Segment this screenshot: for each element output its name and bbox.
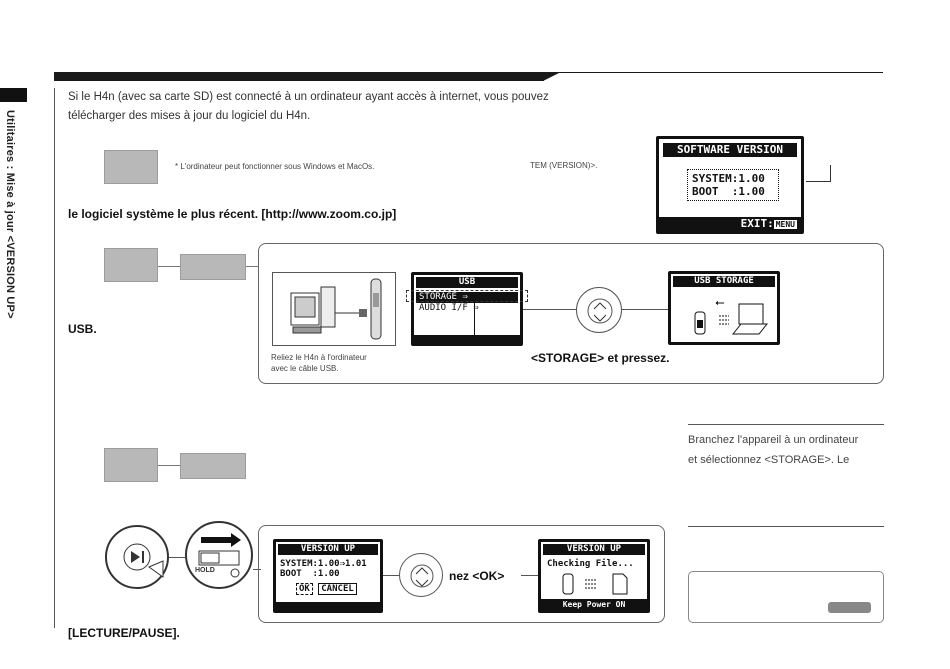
step-1-marker (104, 150, 158, 184)
os-note: * L'ordinateur peut fonctionner sous Win… (175, 162, 375, 171)
hold-switch[interactable]: HOLD (185, 521, 253, 589)
connect-caption-line-2: avec le câble USB. (271, 364, 339, 373)
right-rule-top (688, 424, 884, 425)
connector-line (622, 309, 668, 310)
step-2-connector (158, 266, 180, 267)
menu-key-label: MENU (773, 220, 797, 229)
usb-menu-screen: USB STORAGE ⇒ AUDIO I/F ⇒ (411, 272, 523, 346)
software-version-screen: SOFTWARE VERSION SYSTEM:1.00 BOOT :1.00 … (656, 136, 804, 234)
computer-icon (290, 278, 382, 340)
exit-label: EXIT: (740, 217, 774, 230)
section-marker (0, 88, 27, 102)
connector-line (523, 309, 576, 310)
step-3-label-box (180, 453, 246, 479)
intro-line-1: Si le H4n (avec sa carte SD) est connect… (68, 91, 549, 103)
lcd-footer: EXIT:MENU (659, 217, 801, 231)
version-box: SYSTEM:1.00 BOOT :1.00 (687, 169, 779, 201)
play-pause-button[interactable] (105, 525, 169, 589)
jog-dial-icon (587, 298, 613, 324)
menu-wheel-icon[interactable] (576, 287, 622, 333)
keep-power-notice: Keep Power ON (541, 599, 647, 610)
right-note-line-1: Branchez l'appareil à un ordinateur (688, 434, 859, 446)
checking-status: Checking File... (547, 559, 634, 569)
usb-text: USB. (68, 322, 97, 336)
checking-file-screen: VERSION UP Checking File... Keep Power O… (538, 539, 650, 613)
connector-line (521, 575, 538, 576)
usb-storage-screen: USB STORAGE ⭠ (668, 271, 780, 345)
lcd-title: VERSION UP (278, 544, 378, 555)
connect-caption: Reliez le H4n à l'ordinateur avec le câb… (271, 352, 367, 374)
system-version: SYSTEM:1.00⇒1.01 (280, 559, 367, 569)
play-pause-icon (123, 543, 164, 578)
svg-text:⭠: ⭠ (715, 295, 725, 309)
version-note: TEM (VERSION)>. (530, 161, 598, 170)
lcd-title: SOFTWARE VERSION (663, 143, 797, 157)
selection-highlight (406, 290, 528, 302)
computer-illustration (272, 272, 396, 346)
version-up-screen: VERSION UP SYSTEM:1.00⇒1.01 BOOT :1.00 O… (273, 539, 383, 613)
menu-wheel-icon[interactable] (399, 553, 443, 597)
menu-item-storage[interactable]: STORAGE ⇒ (416, 292, 518, 303)
dialog-buttons: OK CANCEL (296, 583, 357, 595)
file-transfer-icon (562, 573, 628, 595)
step-2-connector-2 (246, 266, 258, 267)
hold-label: HOLD (195, 567, 215, 574)
step-2-panel (258, 243, 884, 384)
header-bar (54, 72, 544, 81)
ok-button[interactable]: OK (296, 583, 313, 595)
right-note: Branchez l'appareil à un ordinateur et s… (688, 430, 884, 470)
storage-connection-icon: ⭠ (694, 295, 769, 335)
connector-line (383, 575, 399, 576)
callout-line (806, 181, 830, 182)
lcd-footer (414, 335, 520, 343)
menu-item-storage-label: STORAGE (419, 292, 457, 302)
intro-line-2: télécharger des mises à jour du logiciel… (68, 110, 311, 122)
hold-switch-icon (198, 533, 241, 578)
lecture-pause-text: [LECTURE/PAUSE]. (68, 626, 180, 640)
jog-dial-icon (410, 564, 434, 588)
margin-rule (54, 88, 55, 628)
section-title: Utilitaires : Mise à jour <VERSION UP> (4, 110, 16, 319)
step-2-label-box (180, 254, 246, 280)
boot-version: BOOT :1.00 (692, 185, 765, 198)
menu-divider (474, 299, 475, 337)
connect-caption-line-1: Reliez le H4n à l'ordinateur (271, 353, 367, 362)
menu-item-audio[interactable]: AUDIO I/F ⇒ (416, 303, 518, 314)
lcd-title: USB (416, 277, 518, 288)
intro-paragraph: Si le H4n (avec sa carte SD) est connect… (68, 88, 628, 126)
note-tag (828, 602, 871, 613)
step-3-marker (104, 448, 158, 482)
connector-line (169, 557, 185, 558)
header-bar-slope (543, 72, 561, 81)
version-info: SYSTEM:1.00⇒1.01 BOOT :1.00 (280, 559, 376, 579)
arrow-right-icon: ⇒ (462, 292, 468, 302)
step-2-marker (104, 248, 158, 282)
boot-version: BOOT :1.00 (280, 569, 340, 579)
right-note-box (688, 571, 884, 623)
cancel-button[interactable]: CANCEL (318, 583, 357, 595)
ok-press-caption: nez <OK> (449, 569, 505, 583)
connector-line (253, 569, 261, 570)
step-3-panel (258, 525, 665, 623)
menu-item-audio-label: AUDIO I/F (419, 303, 468, 313)
right-rule-bottom (688, 526, 884, 527)
latest-software-text: le logiciel système le plus récent. [htt… (68, 207, 397, 221)
system-version: SYSTEM:1.00 (692, 172, 765, 185)
right-note-line-2: et sélectionnez <STORAGE>. Le (688, 454, 850, 466)
storage-press-caption: <STORAGE> et pressez. (531, 351, 670, 365)
step-3-connector (158, 465, 180, 466)
callout-line-vertical (830, 165, 831, 182)
lcd-footer (276, 602, 380, 610)
lcd-title: USB STORAGE (673, 276, 775, 287)
lcd-title: VERSION UP (543, 544, 645, 555)
arrow-right-icon: ⇒ (473, 303, 479, 313)
